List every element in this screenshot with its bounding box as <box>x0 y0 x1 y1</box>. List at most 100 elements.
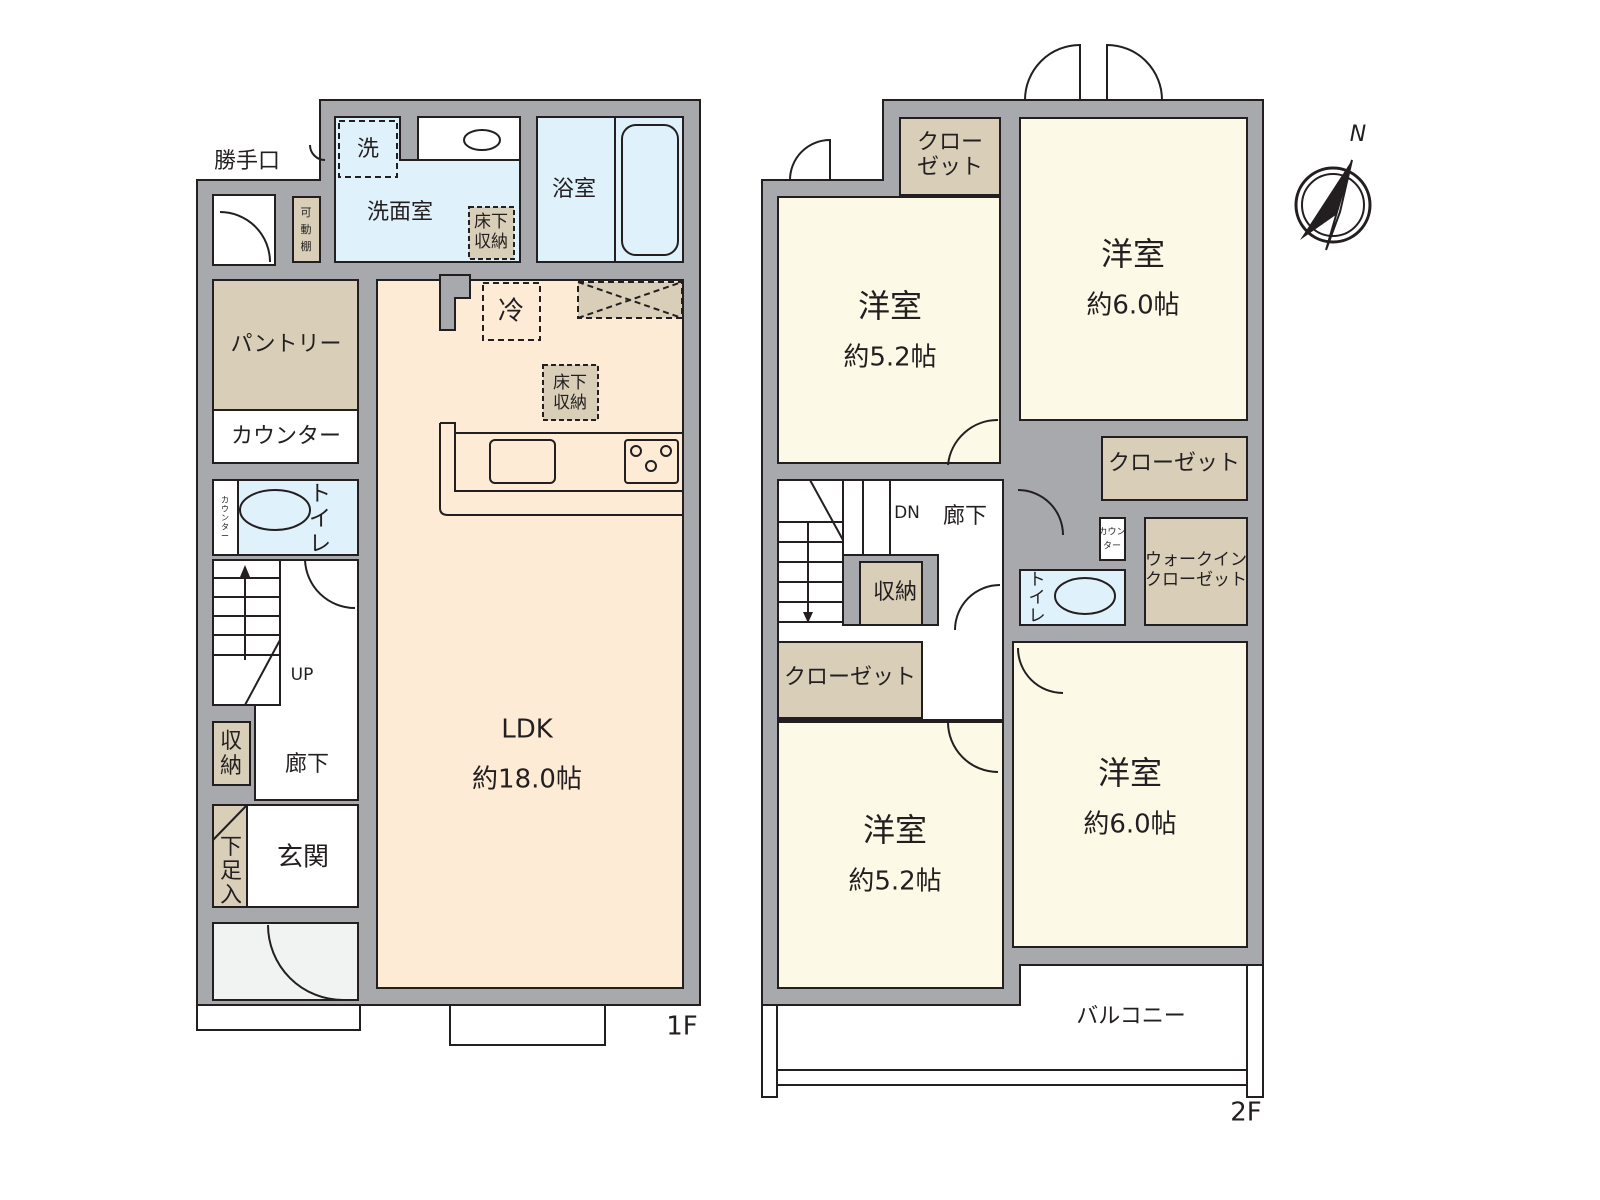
fridge-space <box>482 282 541 341</box>
balcony-rail <box>761 965 1264 1098</box>
room-nw-size: 約5.2帖 <box>843 343 936 373</box>
stairs-2f <box>777 479 844 623</box>
door-swing-icon <box>304 559 356 610</box>
storage-1f-l1: 収 <box>220 729 242 754</box>
closet-sw <box>777 641 923 719</box>
closet-small <box>899 117 1001 196</box>
toilet-counter-2f <box>1099 517 1126 561</box>
uf-k-l1: 床下 <box>553 373 587 393</box>
wic-l1: ウォークイン <box>1145 550 1247 570</box>
walk-in-closet <box>1144 517 1248 626</box>
bathroom-label: 浴室 <box>552 177 596 202</box>
room-se-size: 約6.0帖 <box>1083 810 1176 840</box>
compass-icon: N <box>1294 122 1372 251</box>
toilet-2f-l2: イ <box>1029 588 1046 608</box>
stairs-up-label: UP <box>291 665 314 685</box>
tc-1: カ <box>221 496 229 505</box>
door-swing-icon <box>947 647 1064 773</box>
bathroom <box>536 116 684 263</box>
shoe-l1: 下 <box>220 835 242 860</box>
shelf-label-1: 可 <box>301 206 312 219</box>
room-ne-size: 約6.0帖 <box>1086 291 1179 321</box>
balcony-label: バルコニー <box>1076 1004 1186 1029</box>
porch-step <box>196 1004 361 1031</box>
western-room-ne <box>1019 117 1248 421</box>
washroom-label: 洗面室 <box>367 200 433 225</box>
room-sw-size: 約5.2帖 <box>848 867 941 897</box>
room-sw-name: 洋室 <box>863 811 927 849</box>
floor-2-label: 2F <box>1230 1098 1262 1128</box>
stairs-1f <box>212 559 281 706</box>
storage-1f-l2: 納 <box>220 754 242 779</box>
back-door-icon <box>309 144 326 161</box>
hallway-2f-label: 廊下 <box>943 504 987 529</box>
western-room-se <box>1012 641 1248 948</box>
kitchen-sink-icon <box>489 439 556 484</box>
back-door-label: 勝手口 <box>214 149 280 174</box>
counter-label: カウンター <box>231 424 341 449</box>
adjustable-shelf <box>292 196 321 263</box>
stairs-down-label: DN <box>894 503 920 523</box>
closet-ne <box>1101 436 1248 501</box>
counter <box>212 409 359 464</box>
room-nw-name: 洋室 <box>858 287 922 325</box>
stairs-arrow-icon <box>240 565 250 577</box>
entrance <box>246 804 359 908</box>
toilet-2f <box>1019 569 1126 626</box>
toilet-icon <box>1054 577 1116 615</box>
door-swing-icon <box>219 211 271 263</box>
tc-2: ウ <box>221 505 229 514</box>
bathtub-icon <box>621 124 679 256</box>
pantry <box>212 279 359 411</box>
ldk-size: 約18.0帖 <box>472 765 582 795</box>
stairs-arrow-icon <box>803 612 813 623</box>
washer-label: 洗 <box>357 137 379 162</box>
floor-1-label: 1F <box>666 1012 698 1042</box>
fridge-label: 冷 <box>498 297 524 327</box>
closet-small-l1: クロー <box>917 130 983 155</box>
entrance-label: 玄関 <box>277 843 329 873</box>
tc-5: ー <box>221 532 229 541</box>
entry-porch-tiles <box>212 922 359 1001</box>
front-door-icon <box>267 924 344 1001</box>
uf-k-l2: 収納 <box>553 393 587 413</box>
kitchen-counter <box>439 422 683 516</box>
room-se-name: 洋室 <box>1098 754 1162 792</box>
floor-1: 洗 洗面室 可 動 棚 床下 収納 浴室 勝手口 パントリー カウンター カ ウ… <box>196 99 701 1046</box>
tc-3: ン <box>221 514 229 523</box>
shelf-label-2: 動 <box>301 222 312 236</box>
western-room-sw <box>777 721 1004 989</box>
western-room-nw <box>777 196 1001 464</box>
stair-treads-2f <box>778 479 891 615</box>
back-door-entry <box>212 194 276 266</box>
washer-space <box>338 120 398 178</box>
tc2-l2: ター <box>1103 541 1121 552</box>
closet-ne-label: クローゼット <box>1108 451 1240 476</box>
toilet-counter <box>212 479 239 556</box>
room-ne-name: 洋室 <box>1101 235 1165 273</box>
door-swing-icon <box>947 418 1064 631</box>
uf-wash-label-1: 床下 <box>474 212 508 232</box>
pantry-label: パントリー <box>230 332 341 357</box>
window-door-icon <box>789 138 831 181</box>
ldk-deck <box>449 1004 606 1046</box>
storage-2f-label: 収納 <box>873 580 917 605</box>
toilet-2f-l3: レ <box>1029 606 1046 626</box>
balcony-door-icon <box>1024 43 1163 101</box>
north-label: N <box>1350 122 1366 147</box>
closet-small-l2: ゼット <box>917 155 983 180</box>
underfloor-storage-wash <box>468 206 515 260</box>
shelf-label-3: 棚 <box>301 239 312 253</box>
floor-2: バルコニー 洋室 約5.2帖 クロー ゼット 洋室 約6.0帖 クローゼット D… <box>761 43 1264 1128</box>
storage-1f <box>212 721 251 786</box>
ldk <box>376 279 684 989</box>
storage-2f <box>859 561 923 626</box>
sink-icon <box>463 129 501 151</box>
shoe-l3: 入 <box>220 883 242 908</box>
hallway-1f-label: 廊下 <box>285 752 329 777</box>
stair-treads <box>213 575 281 706</box>
ldk-label: LDK <box>501 715 554 745</box>
stove-icon <box>624 439 679 484</box>
shoe-l2: 足 <box>220 859 242 884</box>
uf-wash-label-2: 収納 <box>474 232 508 252</box>
